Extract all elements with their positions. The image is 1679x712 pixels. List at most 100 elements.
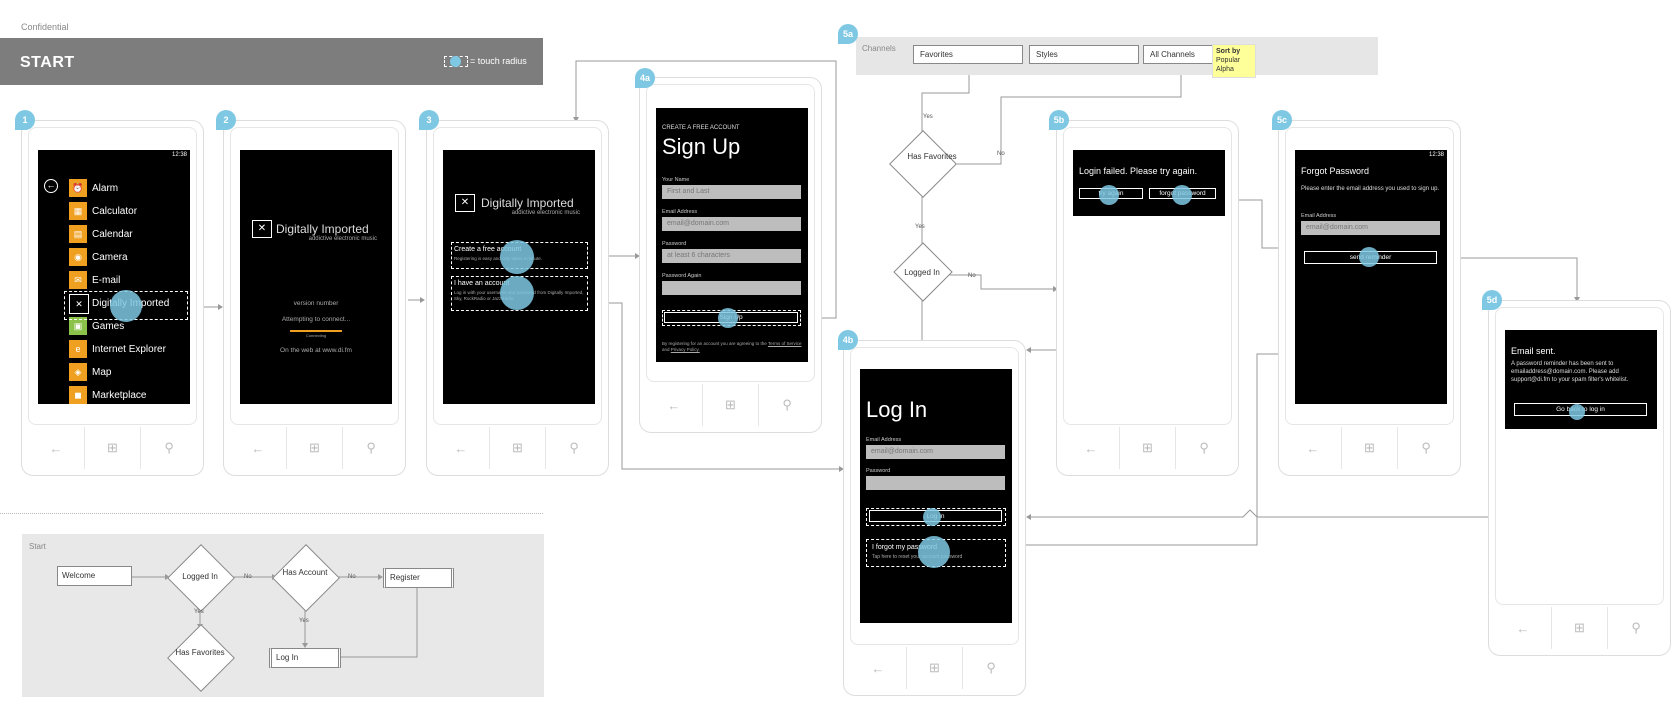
have-account-title[interactable]: I have an account xyxy=(454,280,510,287)
search-icon[interactable]: ⚲ xyxy=(545,427,602,469)
internet-explorer-icon: e xyxy=(69,340,87,358)
back-icon[interactable]: ← xyxy=(251,440,265,456)
flow-has-account-label: Has Account xyxy=(282,568,328,577)
login-email-label: Email Address xyxy=(866,437,902,443)
brand-tagline: addictive electronic music xyxy=(308,236,377,242)
softkeys: ← ⊞ ⚲ xyxy=(230,427,399,469)
step-badge-3: 3 xyxy=(419,110,439,130)
camera-icon: ◉ xyxy=(69,248,87,266)
logo-icon: ✕ xyxy=(252,220,272,238)
search-icon[interactable]: ⚲ xyxy=(1175,427,1232,469)
back-icon[interactable]: ← xyxy=(1084,440,1098,456)
app-item-email[interactable]: E-mail xyxy=(92,275,121,286)
touch-legend-text: = touch radius xyxy=(470,56,527,66)
app-item-internet-explorer[interactable]: Internet Explorer xyxy=(92,344,166,355)
sort-by-note: Sort by Popular Alpha xyxy=(1212,44,1256,78)
yes-label: Yes xyxy=(915,224,925,230)
search-icon[interactable]: ⚲ xyxy=(342,427,399,469)
windows-icon[interactable]: ⊞ xyxy=(83,427,141,469)
password-again-field[interactable] xyxy=(662,281,801,295)
softkeys: ← ⊞ ⚲ xyxy=(850,647,1019,689)
flow-has-favorites-label: Has Favorites xyxy=(175,648,225,657)
connecting-label: Connecting xyxy=(305,333,327,338)
version-number: version number xyxy=(293,300,339,307)
search-icon[interactable]: ⚲ xyxy=(758,384,815,426)
name-field[interactable]: First and Last xyxy=(662,185,801,199)
flow-register: Register xyxy=(383,568,454,588)
back-arrow-icon[interactable]: ← xyxy=(44,179,58,193)
marketplace-icon: ◼ xyxy=(69,386,87,404)
privacy-link[interactable]: Privacy Policy. xyxy=(670,347,700,352)
touch-radius-marker xyxy=(1359,247,1379,267)
forgot-email-field[interactable]: email@domain.com xyxy=(1301,221,1440,235)
screen-app-list: 12:38 ← ⏰ Alarm ▦ Calculator ▤ Calendar … xyxy=(38,150,190,404)
back-icon[interactable]: ← xyxy=(871,660,885,676)
forgot-desc: Please enter the email address you used … xyxy=(1301,186,1440,192)
no-label: No xyxy=(997,151,1005,157)
windows-icon[interactable]: ⊞ xyxy=(905,647,963,689)
yes-label: Yes xyxy=(194,609,204,615)
touch-radius-marker xyxy=(918,536,950,568)
app-item-calendar[interactable]: Calendar xyxy=(92,229,133,240)
email-field[interactable]: email@domain.com xyxy=(662,217,801,231)
terms-text: By registering for an account you are ag… xyxy=(662,341,802,353)
search-icon[interactable]: ⚲ xyxy=(962,647,1019,689)
flow-logged-in-label: Logged In xyxy=(182,572,218,581)
tab-favorites[interactable]: Favorites xyxy=(913,45,1023,64)
brand-name: Digitally Imported xyxy=(276,222,369,236)
flow-welcome: Welcome xyxy=(57,566,132,586)
screen-log-in: Log In Email Address email@domain.com Pa… xyxy=(860,369,1012,623)
login-password-field[interactable] xyxy=(866,476,1005,490)
app-item-calculator[interactable]: Calculator xyxy=(92,206,138,217)
app-item-map[interactable]: Map xyxy=(92,367,112,378)
back-icon[interactable]: ← xyxy=(1306,440,1320,456)
no-label: No xyxy=(244,574,252,580)
app-item-games[interactable]: Games xyxy=(92,321,125,332)
brand-tagline: addictive electronic music xyxy=(511,210,580,216)
create-account-sub: Registering is easy and only takes a min… xyxy=(454,256,543,261)
terms-link[interactable]: Terms of Service xyxy=(768,341,802,346)
terms-and: and xyxy=(662,347,670,352)
forgot-password-title[interactable]: I forgot my password xyxy=(872,544,937,551)
windows-icon[interactable]: ⊞ xyxy=(285,427,343,469)
search-icon[interactable]: ⚲ xyxy=(1397,427,1454,469)
back-icon[interactable]: ← xyxy=(1516,620,1530,636)
map-icon: ◈ xyxy=(69,363,87,381)
search-icon[interactable]: ⚲ xyxy=(140,427,197,469)
login-email-field[interactable]: email@domain.com xyxy=(866,445,1005,459)
app-item-camera[interactable]: Camera xyxy=(92,252,128,263)
app-item-marketplace[interactable]: Marketplace xyxy=(92,390,147,401)
create-account-title[interactable]: Create a free account xyxy=(454,246,522,253)
password-field[interactable]: at least 6 characters xyxy=(662,249,801,263)
sort-option-popular[interactable]: Popular xyxy=(1216,57,1241,64)
step-badge-2: 2 xyxy=(216,110,236,130)
app-item-alarm[interactable]: Alarm xyxy=(92,183,119,194)
sort-option-alpha[interactable]: Alpha xyxy=(1216,66,1234,73)
search-icon[interactable]: ⚲ xyxy=(1607,607,1664,649)
windows-icon[interactable]: ⊞ xyxy=(1118,427,1176,469)
back-icon[interactable]: ← xyxy=(454,440,468,456)
signup-title: Sign Up xyxy=(662,134,741,159)
windows-icon[interactable]: ⊞ xyxy=(488,427,546,469)
tab-all-channels[interactable]: All Channels xyxy=(1143,45,1213,64)
windows-icon[interactable]: ⊞ xyxy=(1550,607,1608,649)
status-time: 12:38 xyxy=(1428,152,1444,158)
screen-sign-up: CREATE A FREE ACCOUNT Sign Up Your Name … xyxy=(656,108,808,362)
softkeys: ← ⊞ ⚲ xyxy=(646,384,815,426)
windows-icon[interactable]: ⊞ xyxy=(701,384,759,426)
forgot-title: Forgot Password xyxy=(1301,166,1370,176)
back-icon[interactable]: ← xyxy=(49,440,63,456)
start-flow-panel xyxy=(22,534,544,697)
email-icon: ✉ xyxy=(69,271,87,289)
back-icon[interactable]: ← xyxy=(667,397,681,413)
touch-radius-marker xyxy=(718,308,738,328)
decision-has-favorites xyxy=(889,130,957,198)
windows-icon[interactable]: ⊞ xyxy=(1340,427,1398,469)
tab-styles[interactable]: Styles xyxy=(1029,45,1139,64)
channels-label: Channels xyxy=(862,44,896,53)
touch-radius-legend: = touch radius xyxy=(444,56,527,68)
start-flow-title: Start xyxy=(29,542,46,551)
step-badge-5b: 5b xyxy=(1049,110,1069,130)
softkeys: ← ⊞ ⚲ xyxy=(1495,607,1664,649)
calendar-icon: ▤ xyxy=(69,225,87,243)
